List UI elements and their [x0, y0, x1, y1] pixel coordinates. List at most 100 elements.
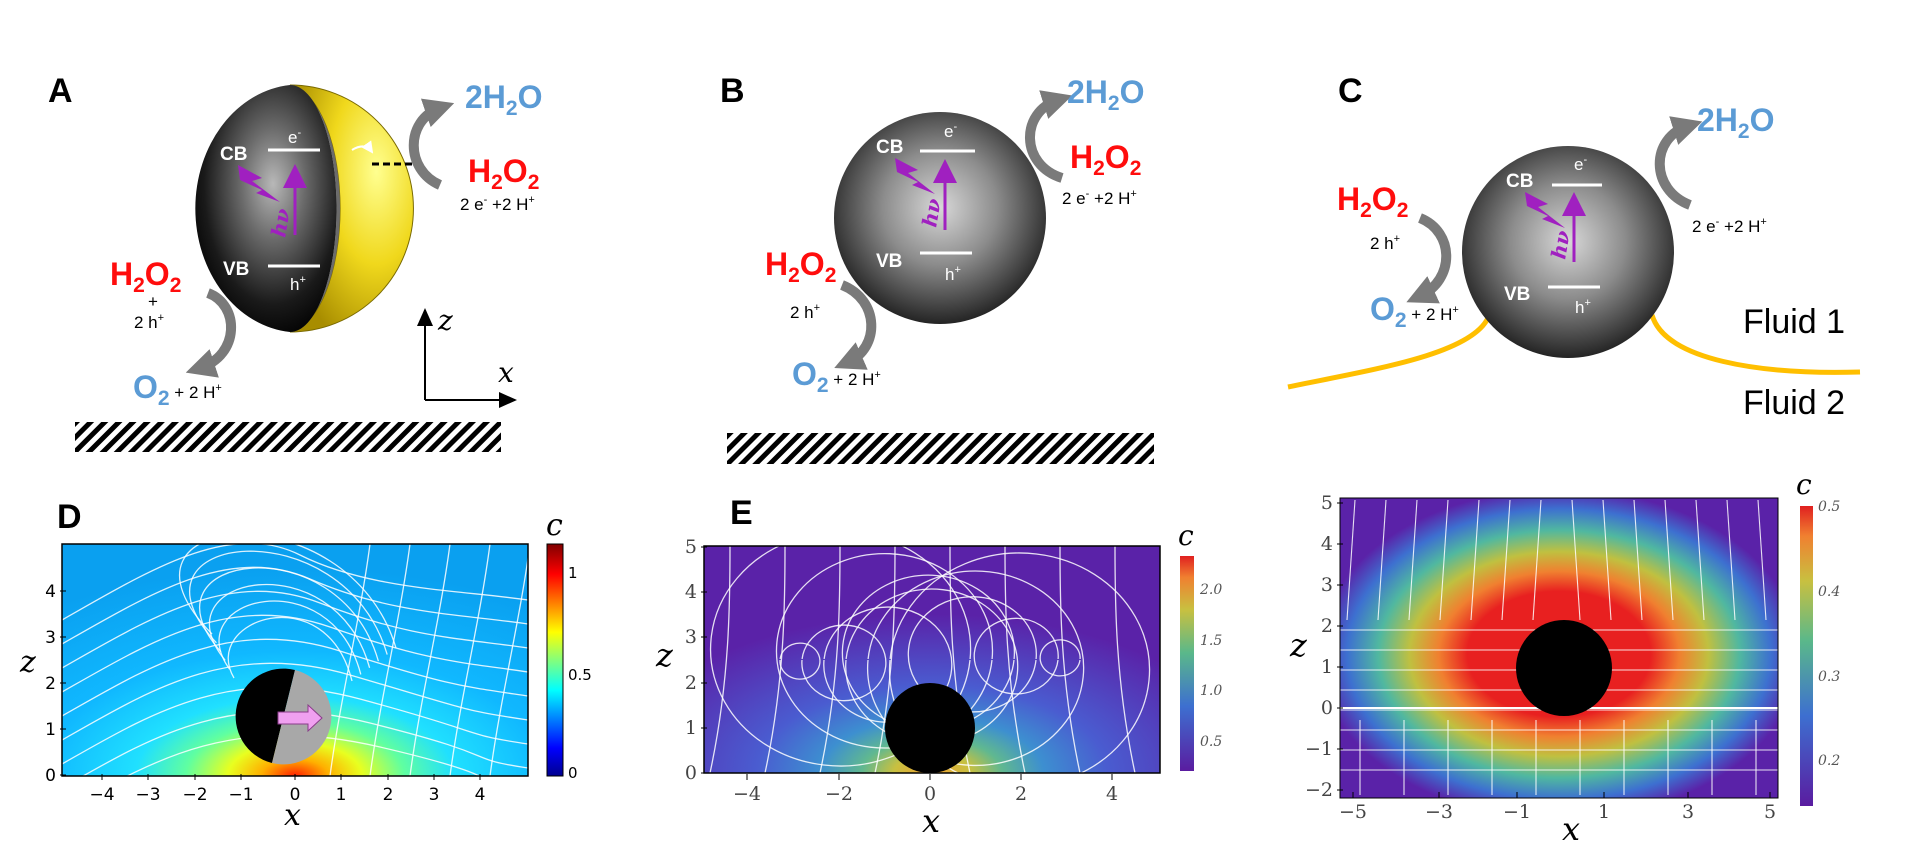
y-tick-label: 2	[1321, 615, 1333, 637]
streamline	[1664, 499, 1674, 621]
streamline	[819, 545, 841, 774]
colorbar-tick-label: 1.5	[1200, 633, 1222, 649]
colorbar-tick-label: 0.3	[1818, 669, 1840, 685]
plus-sign: +	[148, 292, 158, 311]
x-tick-label: 4	[1106, 783, 1118, 805]
hv-label: hν	[266, 207, 295, 239]
electrons-right: 2 e- +2 H+	[460, 194, 535, 214]
cb-label: CB	[220, 144, 247, 165]
streamline	[1004, 545, 1026, 774]
electrons-right: 2 e- +2 H+	[1692, 216, 1767, 236]
hv-label: hν	[917, 197, 946, 229]
streamline	[1501, 499, 1511, 621]
streamline	[1039, 639, 1081, 677]
semiconductor-sphere	[1462, 146, 1674, 358]
streamline	[764, 545, 786, 774]
vb-label: VB	[223, 259, 249, 280]
streamline	[874, 545, 896, 774]
y-tick-label: 4	[685, 581, 697, 603]
holes-left: 2 h+	[790, 302, 820, 322]
product-left: O2 + 2 H+	[133, 369, 222, 410]
streamline	[1377, 499, 1387, 621]
colorbar	[1800, 506, 1813, 806]
product-left: O2 + 2 H+	[1370, 291, 1459, 332]
vb-label: VB	[876, 251, 902, 272]
electron-transfer-arrow	[351, 140, 374, 154]
y-tick-label: −1	[1305, 738, 1333, 760]
colorbar-ticks: 0.5 1.0 1.5 2.0	[1199, 582, 1222, 750]
x-tick-label: 1	[1598, 801, 1610, 823]
x-tick-label: −1	[1503, 801, 1531, 823]
particle	[885, 683, 975, 773]
colorbar-tick-label: 1.0	[1200, 683, 1222, 699]
panel-b: B CB VB e- h+ hν 2H2O H2O2 2 e- +2 H+ H2…	[720, 72, 1154, 464]
y-tick-label: 3	[45, 628, 56, 648]
streamline	[1114, 545, 1136, 774]
x-tick-label: 4	[475, 785, 486, 805]
colorbar-tick-label: 0.5	[1200, 734, 1222, 750]
streamline	[61, 662, 529, 741]
vb-label: VB	[1504, 284, 1530, 305]
axis-z-label: z	[437, 304, 453, 337]
swim-direction-arrow	[277, 703, 323, 733]
y-tick-label: 0	[45, 766, 56, 786]
product-top: 2H2O	[1697, 102, 1774, 143]
streamline	[907, 596, 1037, 713]
panel-e-label: E	[730, 494, 753, 532]
colorbar-tick-label: 1	[568, 564, 578, 582]
electrons-right: 2 e- +2 H+	[1062, 188, 1137, 208]
colorbar-tick-label: 2.0	[1199, 582, 1222, 598]
y-tick-label: 1	[45, 720, 56, 740]
y-tick-label: 0	[1321, 697, 1333, 719]
x-tick-label: 1	[336, 785, 347, 805]
y-tick-label: 1	[1321, 656, 1333, 678]
x-tick-label: −5	[1339, 801, 1367, 823]
streamline	[1757, 499, 1767, 621]
streamlines	[1339, 499, 1778, 795]
colorbar-tick-label: 0.5	[1818, 499, 1840, 515]
y-tick-label: 3	[685, 626, 697, 648]
y-axis-label: z	[1289, 626, 1308, 664]
particle	[1516, 620, 1612, 716]
x-tick-label: −4	[89, 785, 114, 805]
streamline	[1439, 499, 1449, 621]
streamline	[409, 543, 451, 777]
reactant-right: H2O2	[1070, 139, 1141, 180]
product-top: 2H2O	[465, 79, 542, 120]
streamline	[61, 590, 529, 669]
colorbar-tick-label: 0.5	[568, 666, 592, 684]
streamline	[61, 638, 529, 717]
streamline	[845, 588, 1019, 745]
wall-hatch	[75, 422, 501, 452]
streamline	[227, 616, 353, 682]
streamline	[61, 734, 529, 813]
y-tick-label: 4	[1321, 533, 1333, 555]
x-tick-label: 3	[429, 785, 440, 805]
curved-arrow-bottom	[185, 288, 236, 378]
fluid-1-label: Fluid 1	[1743, 303, 1845, 341]
x-tick-label: −1	[228, 785, 253, 805]
hole-label: h+	[1575, 297, 1591, 317]
x-tick-label: −4	[733, 783, 761, 805]
y-tick-label: 2	[45, 674, 56, 694]
x-tick-label: −2	[825, 783, 853, 805]
x-axis-label: x	[284, 798, 301, 833]
product-left: O2 + 2 H+	[792, 356, 881, 397]
y-tick-label: 5	[1321, 492, 1333, 514]
streamline	[1470, 499, 1480, 621]
lightning-icon	[238, 165, 280, 202]
colorbar-tick-label: 0.4	[1818, 584, 1840, 600]
axis-x-label: x	[498, 356, 514, 389]
x-tick-label: 0	[290, 785, 301, 805]
fluid-2-label: Fluid 2	[1743, 384, 1845, 422]
x-tick-label: 0	[924, 783, 936, 805]
streamline	[1346, 499, 1356, 621]
streamline	[189, 550, 388, 655]
plot-frame	[1339, 497, 1779, 799]
y-tick-label: 3	[1321, 574, 1333, 596]
y-tick-label: 1	[685, 717, 697, 739]
